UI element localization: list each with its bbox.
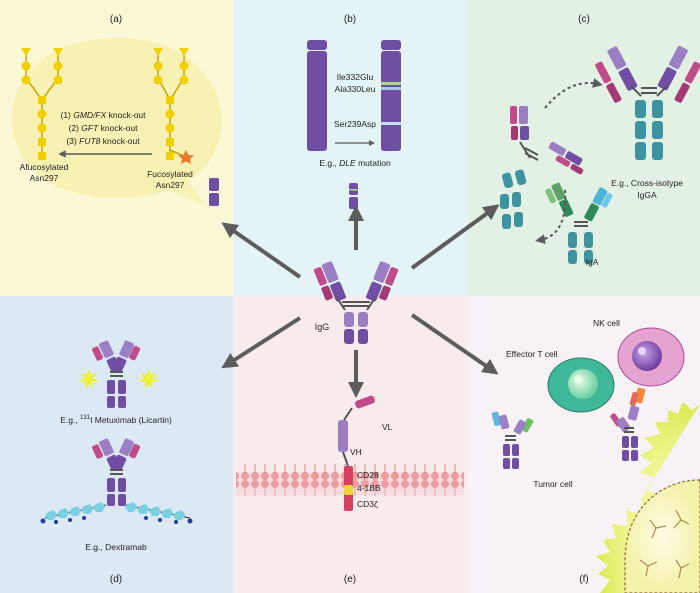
panel-f-letter: (f) — [579, 574, 588, 585]
iga-fc-fragments — [500, 169, 527, 229]
speech-bubble — [12, 38, 222, 205]
dextran-conjugated-antibody — [92, 438, 141, 506]
panel-b-background — [233, 0, 467, 296]
cross-isotype-example: E.g., Cross-isotype — [611, 178, 683, 188]
radioisotope-burst-icon — [78, 369, 99, 389]
dextramab-example: E.g., Dextramab — [85, 542, 147, 552]
connector-arrows — [221, 204, 500, 398]
vl-label: VL — [382, 422, 393, 432]
heavy-chain-segment-left — [307, 40, 327, 151]
fucose-star-icon — [178, 150, 194, 164]
panel-d-letter: (d) — [110, 574, 122, 585]
tumor-cell — [596, 402, 700, 593]
tumor-cell-label: Tumor cell — [533, 479, 572, 489]
iga-antibody — [545, 182, 613, 264]
car-construct — [338, 395, 375, 511]
igg-antibody — [313, 261, 399, 344]
igg-fragments-disassembled — [510, 106, 584, 175]
knockout-step-3: (3) FUT8 knock-out — [66, 136, 140, 146]
radioisotope-burst-icon — [138, 369, 159, 389]
fucosylated-site-label: Asn297 — [156, 180, 185, 190]
cross-isotype-iggA-antibody — [595, 45, 700, 160]
effector-t-cell — [547, 357, 615, 413]
knockout-step-2: (2) GFT knock-out — [69, 123, 139, 133]
panel-e-letter: (e) — [344, 574, 356, 585]
arrow-to-panel-f — [410, 313, 499, 375]
nk-cell — [617, 327, 685, 387]
mutation-ile332glu: Ile332Glu — [337, 72, 374, 82]
iga-label: IgA — [586, 257, 599, 267]
afucosylated-label: Afucosylated — [20, 162, 69, 172]
knockout-step-1: (1) GMD/FX knock-out — [60, 110, 146, 120]
dle-example-label: E.g., DLE mutation — [319, 158, 391, 168]
radiolabeled-antibody — [78, 340, 159, 408]
nk-cell-label: NK cell — [593, 318, 620, 328]
cd3z-label: CD3ζ — [357, 499, 378, 509]
dextran-chain-right — [125, 502, 193, 524]
fucosylated-glycan — [153, 48, 194, 164]
heavy-chain-segment-right — [381, 40, 401, 151]
vh-label: VH — [350, 447, 362, 457]
fucosylated-label: Fucosylated — [147, 169, 193, 179]
mutation-ala330leu: Ala330Leu — [335, 84, 376, 94]
41bb-label: 4-1BB — [357, 483, 381, 493]
fc-fragment-icon — [209, 178, 219, 206]
bispecific-antibody-small — [491, 411, 534, 469]
dashed-arrow-exchange — [535, 189, 567, 245]
dextran-chain-left — [40, 502, 107, 524]
dashed-arrow-assemble — [544, 78, 603, 109]
panel-a-letter: (a) — [110, 14, 122, 25]
cd28-label: CD28 — [357, 470, 379, 480]
arrow-to-panel-c — [410, 204, 500, 270]
arrow-to-panel-a — [221, 222, 302, 279]
arrow-to-panel-d — [221, 316, 302, 369]
metuximab-example: E.g., 131I Metuximab (Licartin) — [60, 415, 172, 425]
effector-t-cell-label: Effector T cell — [506, 349, 558, 359]
panel-b-letter: (b) — [344, 14, 356, 25]
panel-d-background — [0, 296, 233, 593]
afucosylated-site-label: Asn297 — [30, 173, 59, 183]
mutation-ser239asp: Ser239Asp — [334, 119, 376, 129]
afucosylated-glycan — [21, 48, 63, 160]
bispecific-engager — [610, 387, 646, 461]
panel-c-letter: (c) — [578, 14, 590, 25]
panel-c-background — [467, 0, 700, 296]
igg-label: IgG — [315, 322, 330, 332]
panel-e-background — [233, 296, 467, 593]
cross-isotype-name: IgGA — [637, 190, 657, 200]
